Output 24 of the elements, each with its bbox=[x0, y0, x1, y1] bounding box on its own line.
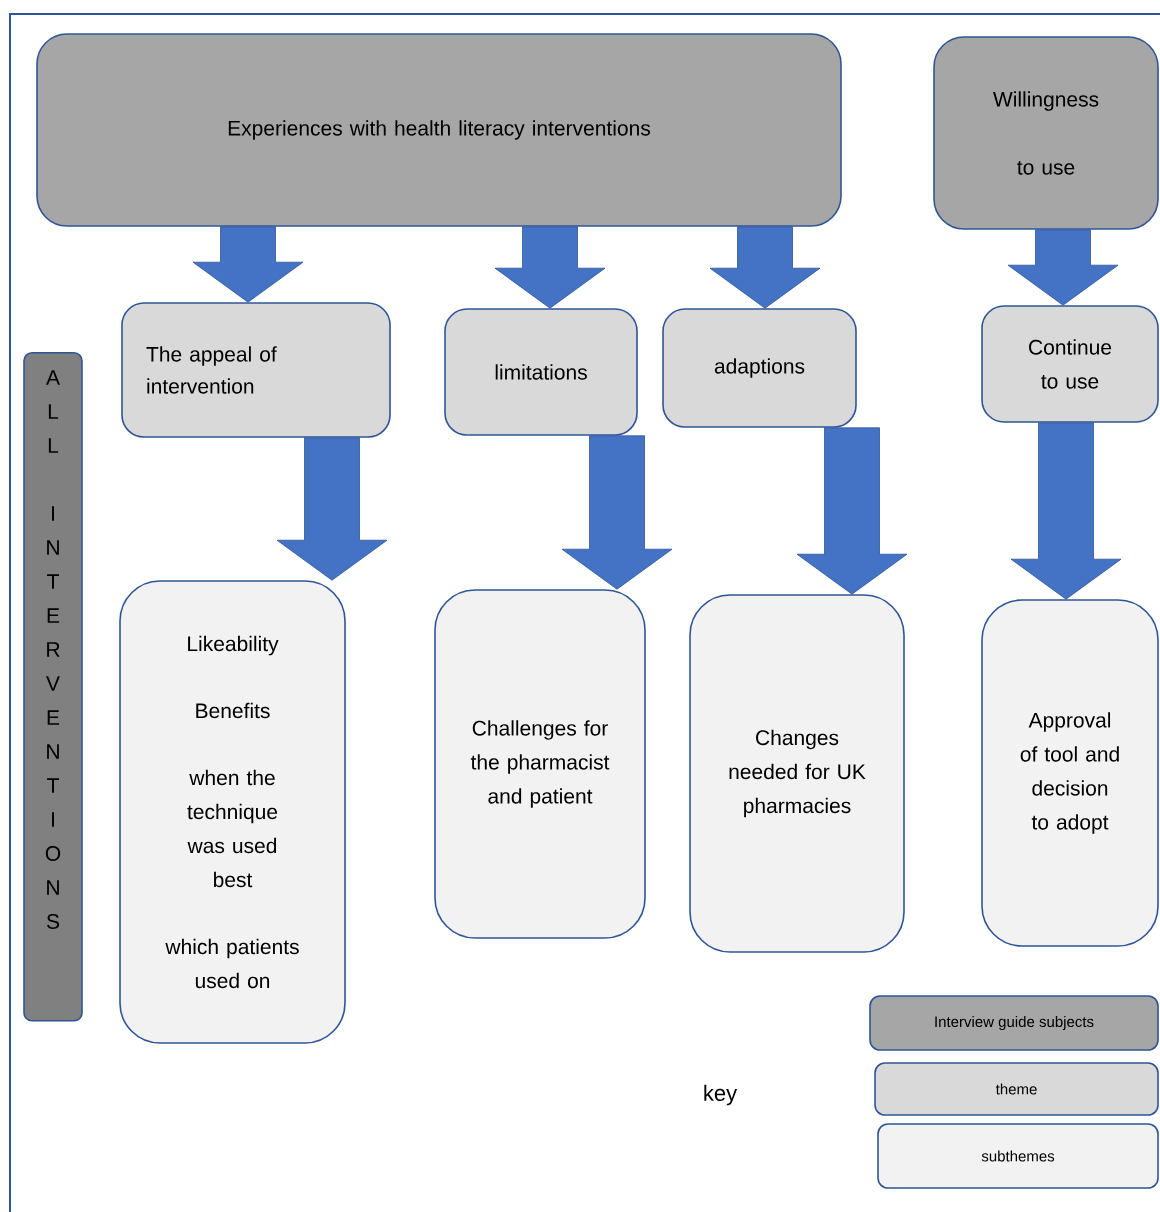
subtheme-box: Likeability Benefits when the technique was used best which patients used on bbox=[119, 580, 346, 1044]
block-arrow bbox=[1007, 229, 1119, 306]
subject-box: Willingness to use bbox=[933, 36, 1159, 230]
block-arrow bbox=[1010, 422, 1122, 600]
theme-box: adaptions bbox=[662, 308, 857, 428]
subtheme-box: Challenges for the pharmacist and patient bbox=[434, 589, 646, 939]
theme-box: limitations bbox=[444, 308, 638, 436]
block-arrow bbox=[796, 427, 908, 595]
legend-box: subthemes bbox=[877, 1123, 1159, 1189]
subtheme-box: Approval of tool and decision to adopt bbox=[981, 599, 1159, 947]
key-label: key bbox=[704, 1084, 738, 1106]
block-arrow bbox=[561, 435, 673, 590]
block-arrow bbox=[192, 226, 304, 303]
vertical-label: ALL INTERVENTIONS bbox=[45, 370, 61, 929]
subject-box: Experiences with health literacy interventions bbox=[36, 33, 842, 227]
intervention-bar bbox=[23, 352, 83, 1022]
block-arrow bbox=[494, 226, 606, 309]
theme-box: Continue to use bbox=[981, 305, 1159, 423]
legend-box: Interview guide subjects bbox=[869, 995, 1159, 1051]
block-arrow bbox=[709, 226, 821, 309]
theme-box: The appeal of intervention bbox=[121, 302, 391, 438]
legend-box: theme bbox=[874, 1062, 1159, 1116]
block-arrow bbox=[276, 437, 388, 581]
subtheme-box: Changes needed for UK pharmacies bbox=[689, 594, 905, 953]
